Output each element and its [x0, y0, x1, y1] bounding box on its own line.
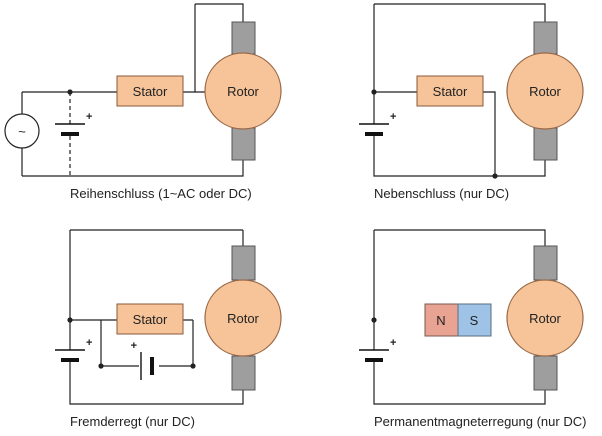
magnet-s-label: S [470, 313, 479, 328]
brush-top [231, 245, 256, 281]
rotor-label: Rotor [227, 311, 259, 326]
stator-winding [116, 303, 184, 335]
junction-node [98, 363, 104, 369]
plus-sign: + [86, 111, 92, 123]
panel-permanent: + N S Rotor Permanentmagneterregung (nur… [359, 229, 586, 429]
stator-winding [416, 75, 484, 107]
brush-top [533, 21, 558, 55]
junction-node [190, 363, 196, 369]
ac-symbol: ~ [18, 124, 26, 139]
junction-node [67, 317, 73, 323]
rotor-label: Rotor [227, 84, 259, 99]
stator-label: Stator [133, 312, 168, 327]
stator-label: Stator [133, 84, 168, 99]
battery-icon: + [55, 337, 92, 362]
rotor-label: Rotor [529, 84, 561, 99]
caption-shunt: Nebenschluss (nur DC) [374, 186, 509, 201]
excitation-battery-icon: + [131, 340, 154, 380]
wire [373, 229, 546, 405]
caption-separate: Fremderregt (nur DC) [70, 414, 195, 429]
caption-permanent: Permanentmagneterregung (nur DC) [374, 414, 586, 429]
plus-sign: + [86, 337, 92, 349]
junction-node [67, 89, 73, 95]
rotor [506, 52, 584, 130]
caption-series: Reihenschluss (1~AC oder DC) [70, 186, 252, 201]
plus-sign: + [131, 340, 137, 352]
stator-winding [116, 75, 184, 107]
battery-icon: + [359, 111, 396, 136]
brush-bottom [231, 127, 256, 161]
battery-icon: + [359, 337, 396, 362]
junction-node [371, 317, 377, 323]
rotor [506, 279, 584, 357]
permanent-magnet-icon: N S [424, 303, 492, 337]
magnet-n-label: N [436, 313, 445, 328]
ac-source-icon: ~ [4, 113, 40, 149]
brush-top [533, 245, 558, 281]
panel-series: ~ + Stator Rotor Reihenschluss (1~AC ode… [4, 3, 282, 201]
plus-sign: + [390, 337, 396, 349]
rotor-label: Rotor [529, 311, 561, 326]
magnet-south-pole [457, 303, 492, 337]
brush-bottom [231, 355, 256, 391]
magnet-north-pole [424, 303, 459, 337]
brush-top [231, 21, 256, 55]
rotor [204, 52, 282, 130]
rotor [204, 279, 282, 357]
panel-shunt: + Stator Rotor Nebenschluss (nur DC) [359, 3, 584, 201]
battery-icon: + [55, 111, 92, 136]
plus-sign: + [390, 111, 396, 123]
wire [373, 3, 546, 177]
junction-node [492, 173, 498, 179]
brush-bottom [533, 355, 558, 391]
panel-separate: + + Stator Rotor Fremderregt (nur DC) [55, 229, 282, 429]
brush-bottom [533, 127, 558, 161]
stator-label: Stator [433, 84, 468, 99]
junction-node [371, 89, 377, 95]
